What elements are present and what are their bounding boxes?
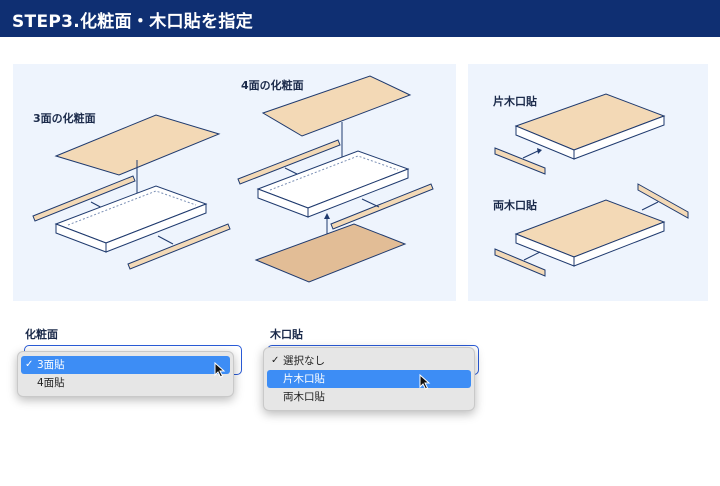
edge-select-label: 木口貼 (270, 328, 303, 341)
edge-option-double[interactable]: 両木口貼 (267, 388, 471, 406)
edge-diagram-panel: 片木口貼 両木口貼 (468, 64, 708, 301)
edge-option-single[interactable]: 片木口貼 (267, 370, 471, 388)
edge-option-none[interactable]: ✓ 選択なし (267, 352, 471, 370)
edge-diagram (494, 93, 689, 277)
mouse-pointer-icon (214, 362, 226, 378)
edge-dropdown-menu: ✓ 選択なし 片木口貼 両木口貼 (263, 347, 475, 411)
single-edge-label: 片木口貼 (493, 95, 537, 108)
four-faces-label: 4面の化粧面 (241, 79, 304, 92)
finish-option-three[interactable]: ✓ 3面貼 (21, 356, 230, 374)
edge-option-label: 選択なし (283, 355, 325, 367)
finish-dropdown-menu: ✓ 3面貼 4面貼 (17, 351, 234, 397)
finish-select-label: 化粧面 (25, 328, 58, 341)
edge-option-label: 両木口貼 (283, 391, 325, 403)
finish-option-label: 4面貼 (37, 377, 65, 389)
checkmark-icon: ✓ (25, 359, 34, 370)
header-bar: STEP3.化粧面・木口貼を指定 (0, 0, 720, 37)
page-title: STEP3.化粧面・木口貼を指定 (12, 12, 253, 32)
finish-diagram (32, 75, 434, 283)
three-faces-label: 3面の化粧面 (33, 112, 96, 125)
checkmark-icon: ✓ (271, 355, 280, 366)
finish-option-four[interactable]: 4面貼 (21, 374, 230, 392)
edge-option-label: 片木口貼 (283, 373, 325, 385)
double-edge-label: 両木口貼 (493, 199, 537, 212)
finish-diagram-panel: 3面の化粧面 4面の化粧面 (13, 64, 456, 301)
finish-option-label: 3面貼 (37, 359, 65, 371)
mouse-pointer-icon (419, 374, 431, 390)
